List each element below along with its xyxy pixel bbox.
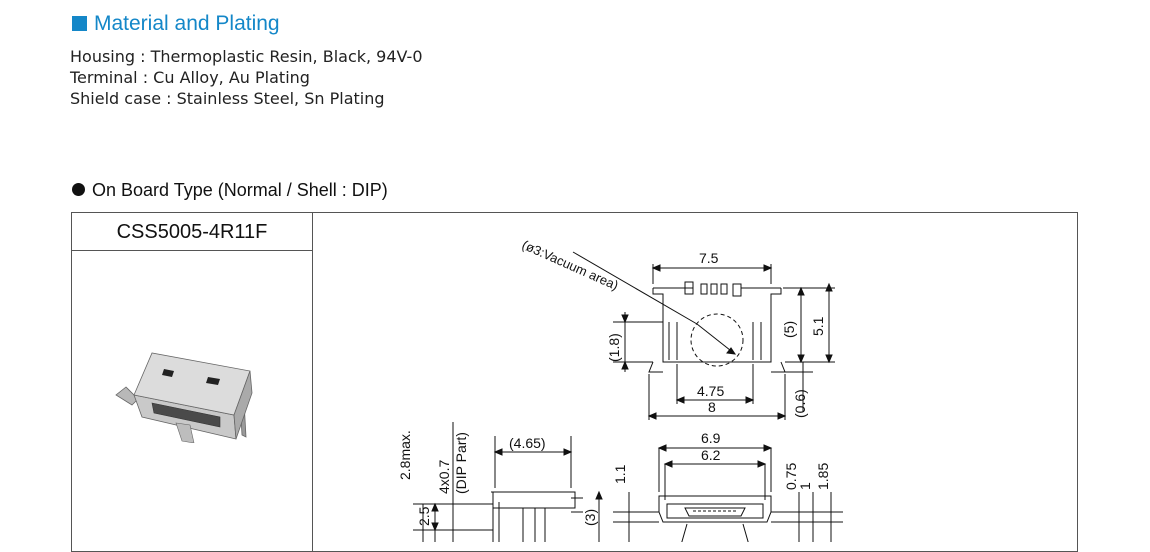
- dim-height-1-8: (1.8): [606, 333, 622, 362]
- board-type-title: On Board Type (Normal / Shell : DIP): [72, 180, 388, 201]
- dim-height-5: (5): [781, 321, 797, 338]
- product-table: CSS5005-4R11F: [71, 212, 1078, 552]
- side-view: [413, 422, 603, 542]
- dim-height-5-1: 5.1: [810, 316, 826, 336]
- material-section-title: Material and Plating: [72, 12, 280, 36]
- dim-width-4-75: 4.75: [697, 383, 724, 399]
- product-cell: CSS5005-4R11F: [72, 213, 313, 551]
- bullet-dot-icon: [72, 183, 85, 196]
- dim-width-6-2: 6.2: [701, 447, 721, 463]
- dim-height-1-1: 1.1: [612, 464, 628, 484]
- dim-height-1: 1: [797, 482, 813, 490]
- connector-photo: [115, 352, 253, 443]
- spec-terminal: Terminal : Cu Alloy, Au Plating: [70, 68, 310, 87]
- dim-height-1-85: 1.85: [815, 463, 831, 490]
- front-view: [572, 251, 835, 420]
- material-spec-list: Housing : Thermoplastic Resin, Black, 94…: [70, 46, 423, 109]
- dim-height-2-5: 2.5: [416, 506, 432, 526]
- square-bullet-icon: [72, 16, 87, 31]
- dimension-drawing: (ø3:Vacuum area) 7.5 (5) 5.1 (1.8) 4.75 …: [397, 237, 843, 542]
- dim-width-7-5: 7.5: [699, 250, 719, 266]
- bottom-view: [613, 444, 843, 542]
- part-number: CSS5005-4R11F: [72, 213, 312, 251]
- spec-housing: Housing : Thermoplastic Resin, Black, 94…: [70, 47, 423, 66]
- vacuum-area-note: (ø3:Vacuum area): [520, 237, 621, 293]
- dim-dip-part-label: (DIP Part): [453, 432, 469, 494]
- dim-height-0-75: 0.75: [783, 463, 799, 490]
- dim-max-2-8: 2.8max.: [397, 430, 413, 480]
- dim-dip-pins: 4x0.7: [436, 460, 452, 494]
- dim-height-0-6: (0.6): [792, 389, 808, 418]
- dim-width-4-65: (4.65): [509, 435, 546, 451]
- dim-width-8: 8: [708, 399, 716, 415]
- dim-height-3: (3): [582, 509, 598, 526]
- spec-shield-case: Shield case : Stainless Steel, Sn Platin…: [70, 89, 385, 108]
- dim-width-6-9: 6.9: [701, 430, 721, 446]
